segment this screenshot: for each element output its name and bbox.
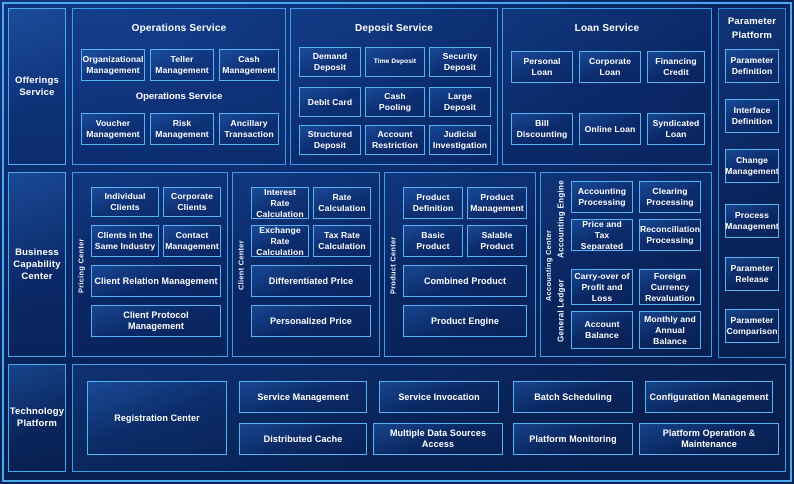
product-engine-box[interactable]: Product Engine xyxy=(403,305,527,337)
basic-product-box[interactable]: Basic Product xyxy=(403,225,463,257)
organizational-management-box[interactable]: Organizational Management xyxy=(81,49,145,81)
service-management-box[interactable]: Service Management xyxy=(239,381,367,413)
online-loan-box[interactable]: Online Loan xyxy=(579,113,641,145)
corporate-clients-box[interactable]: Corporate Clients xyxy=(163,187,221,217)
personalized-price-box[interactable]: Personalized Price xyxy=(251,305,371,337)
structured-deposit-box[interactable]: Structured Deposit xyxy=(299,125,361,155)
accounting-center-vertical-label: Accounting Center xyxy=(544,229,553,302)
carry-over-profit-loss-box[interactable]: Carry-over of Profit and Loss xyxy=(571,269,633,305)
accounting-processing-box[interactable]: Accounting Processing xyxy=(571,181,633,213)
debit-card-box[interactable]: Debit Card xyxy=(299,87,361,117)
client-center-vertical-label: Client Center xyxy=(236,240,246,291)
individual-clients-box[interactable]: Individual Clients xyxy=(91,187,159,217)
parameter-platform-title-line2: Platform xyxy=(731,30,773,41)
sidebar-item-offerings-service[interactable]: Offerings Service xyxy=(8,8,66,165)
parameter-platform-title-line1: Parameter xyxy=(727,16,777,27)
group-product-center: Product Center Product Definition Produc… xyxy=(384,172,536,357)
client-protocol-management-box[interactable]: Client Protocol Management xyxy=(91,305,221,337)
sidebar-item-business-capability-center[interactable]: Business Capability Center xyxy=(8,172,66,357)
product-management-box[interactable]: Product Management xyxy=(467,187,527,219)
contact-management-box[interactable]: Contact Management xyxy=(163,225,221,257)
change-management-box[interactable]: Change Management xyxy=(725,149,779,183)
process-management-box[interactable]: Process Management xyxy=(725,204,779,238)
large-deposit-box[interactable]: Large Deposit xyxy=(429,87,491,117)
risk-management-box[interactable]: Risk Management xyxy=(150,113,214,145)
monthly-annual-balance-box[interactable]: Monthly and Annual Balance xyxy=(639,311,701,349)
product-definition-box[interactable]: Product Definition xyxy=(403,187,463,219)
offerings-service-lane: Operations Service Organizational Manage… xyxy=(72,8,712,165)
group-deposit-service: Deposit Service Demand Deposit Time Depo… xyxy=(290,8,498,165)
price-and-tax-separated-box[interactable]: Price and Tax Separated xyxy=(571,219,633,251)
parameter-definition-box[interactable]: Parameter Definition xyxy=(725,49,779,83)
product-center-vertical-label: Product Center xyxy=(388,236,398,295)
group-technology-platform: Registration Center Service Management D… xyxy=(72,364,786,472)
cash-management-box[interactable]: Cash Management xyxy=(219,49,279,81)
group-loan-service: Loan Service Personal Loan Corporate Loa… xyxy=(502,8,712,165)
operations-service-title: Operations Service xyxy=(131,23,227,34)
voucher-management-box[interactable]: Voucher Management xyxy=(81,113,145,145)
service-invocation-box[interactable]: Service Invocation xyxy=(379,381,499,413)
group-client-center: Client Center Interest Rate Calculation … xyxy=(232,172,380,357)
teller-management-box[interactable]: Teller Management xyxy=(150,49,214,81)
combined-product-box[interactable]: Combined Product xyxy=(403,265,527,297)
pricing-center-vertical-label: Pricing Center xyxy=(76,238,86,293)
bill-discounting-box[interactable]: Bill Discounting xyxy=(511,113,573,145)
parameter-platform-lane: Parameter Platform Parameter Definition … xyxy=(718,8,786,358)
loan-service-title: Loan Service xyxy=(574,23,640,34)
financing-credit-box[interactable]: Financing Credit xyxy=(647,51,705,83)
group-operations-service: Operations Service Organizational Manage… xyxy=(72,8,286,165)
rate-calculation-box[interactable]: Rate Calculation xyxy=(313,187,371,219)
platform-monitoring-box[interactable]: Platform Monitoring xyxy=(513,423,633,455)
salable-product-box[interactable]: Salable Product xyxy=(467,225,527,257)
ancillary-transaction-box[interactable]: Ancillary Transaction xyxy=(219,113,279,145)
account-restriction-box[interactable]: Account Restriction xyxy=(365,125,425,155)
interface-definition-box[interactable]: Interface Definition xyxy=(725,99,779,133)
tax-rate-calculation-box[interactable]: Tax Rate Calculation xyxy=(313,225,371,257)
interest-rate-calculation-box[interactable]: Interest Rate Calculation xyxy=(251,187,309,219)
general-ledger-vertical-label: General Ledger xyxy=(556,279,566,343)
foreign-currency-revaluation-box[interactable]: Foreign Currency Revaluation xyxy=(639,269,701,305)
differentiated-price-box[interactable]: Differentiated Price xyxy=(251,265,371,297)
exchange-rate-calculation-box[interactable]: Exchange Rate Calculation xyxy=(251,225,309,257)
accounting-engine-vertical-label: Accounting Engine xyxy=(556,180,566,258)
platform-operation-maintenance-box[interactable]: Platform Operation & Maintenance xyxy=(639,423,779,455)
security-deposit-box[interactable]: Security Deposit xyxy=(429,47,491,77)
batch-scheduling-box[interactable]: Batch Scheduling xyxy=(513,381,633,413)
reconciliation-processing-box[interactable]: Reconciliation Processing xyxy=(639,219,701,251)
operations-service-overlay-title: Operations Service xyxy=(135,91,223,102)
parameter-comparison-box[interactable]: Parameter Comparison xyxy=(725,309,779,343)
group-accounting-center: Accounting Center Accounting Engine Gene… xyxy=(540,172,712,357)
parameter-release-box[interactable]: Parameter Release xyxy=(725,257,779,291)
judicial-investigation-box[interactable]: Judicial Investigation xyxy=(429,125,491,155)
client-relation-management-box[interactable]: Client Relation Management xyxy=(91,265,221,297)
distributed-cache-box[interactable]: Distributed Cache xyxy=(239,423,367,455)
syndicated-loan-box[interactable]: Syndicated Loan xyxy=(647,113,705,145)
cash-pooling-box[interactable]: Cash Pooling xyxy=(365,87,425,117)
clearing-processing-box[interactable]: Clearing Processing xyxy=(639,181,701,213)
corporate-loan-box[interactable]: Corporate Loan xyxy=(579,51,641,83)
deposit-service-title: Deposit Service xyxy=(354,23,434,34)
registration-center-box[interactable]: Registration Center xyxy=(87,381,227,455)
personal-loan-box[interactable]: Personal Loan xyxy=(511,51,573,83)
clients-same-industry-box[interactable]: Clients in the Same Industry xyxy=(91,225,159,257)
account-balance-box[interactable]: Account Balance xyxy=(571,311,633,349)
demand-deposit-box[interactable]: Demand Deposit xyxy=(299,47,361,77)
multiple-data-sources-access-box[interactable]: Multiple Data Sources Access xyxy=(373,423,503,455)
group-pricing-center: Pricing Center Individual Clients Corpor… xyxy=(72,172,228,357)
time-deposit-box[interactable]: Time Deposit xyxy=(365,47,425,77)
sidebar-item-technology-platform[interactable]: Technology Platform xyxy=(8,364,66,472)
configuration-management-box[interactable]: Configuration Management xyxy=(645,381,773,413)
